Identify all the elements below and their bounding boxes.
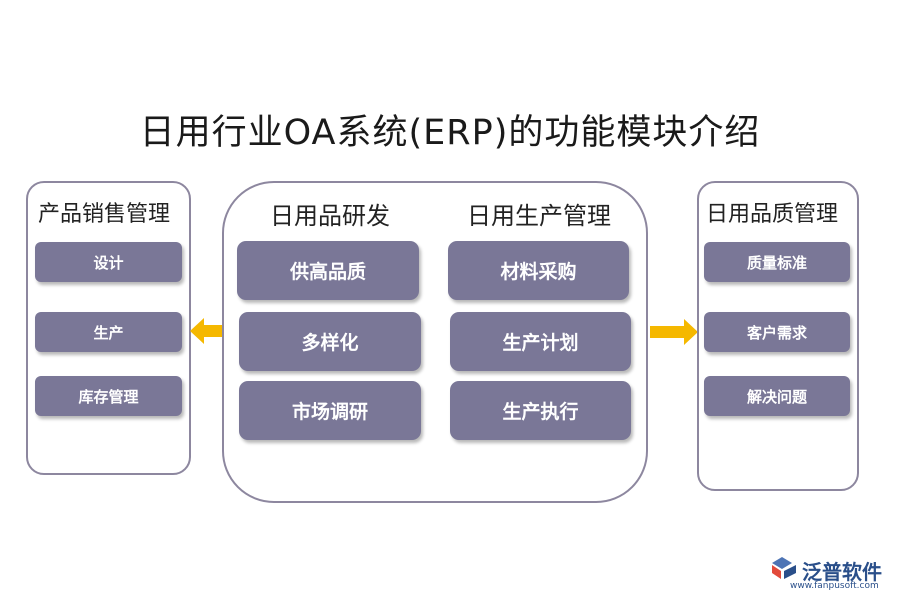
box-diversification: 多样化 <box>239 312 421 371</box>
box-inventory: 库存管理 <box>35 376 182 416</box>
diagram-title: 日用行业OA系统(ERP)的功能模块介绍 <box>139 113 761 153</box>
box-production-execution: 生产执行 <box>450 381 631 440</box>
panel-title-quality: 日用品质管理 <box>706 202 839 227</box>
box-design: 设计 <box>35 242 182 282</box>
logo-url[interactable]: www.fanpusoft.com <box>790 581 879 591</box>
arrow-right-icon <box>650 319 698 345</box>
box-market-research: 市场调研 <box>239 381 421 440</box>
box-customer-needs: 客户需求 <box>704 312 850 352</box>
box-production: 生产 <box>35 312 182 352</box>
box-quality-standard: 质量标准 <box>704 242 850 282</box>
box-high-quality: 供高品质 <box>237 241 419 300</box>
column-title-rd: 日用品研发 <box>270 202 390 230</box>
panel-title-product-sales: 产品销售管理 <box>38 202 171 227</box>
fanpu-logo-icon <box>772 557 796 579</box>
column-title-production: 日用生产管理 <box>467 202 611 230</box>
box-material-purchase: 材料采购 <box>448 241 629 300</box>
logo-name: 泛普软件 <box>802 560 882 584</box>
arrow-left-icon <box>190 318 228 344</box>
box-production-plan: 生产计划 <box>450 312 631 371</box>
box-solve-problems: 解决问题 <box>704 376 850 416</box>
